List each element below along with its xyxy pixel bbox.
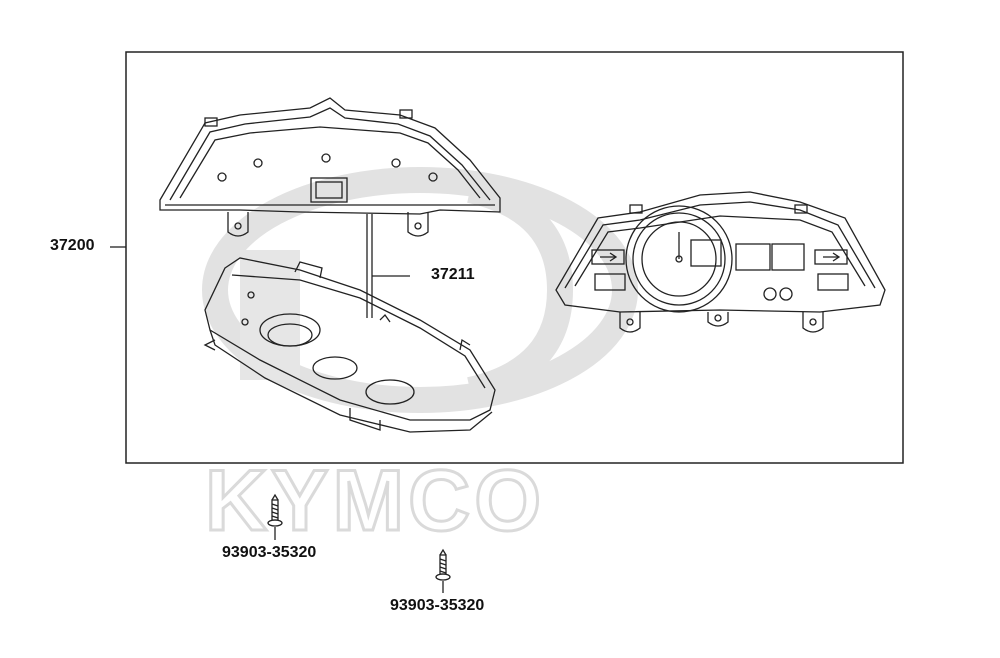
kymco-watermark-logo [202,167,638,413]
assembly-frame [125,51,904,464]
part-label-37211: 37211 [431,266,475,283]
kymco-watermark-text: KYMCO [205,453,545,549]
screw-1-drawing [267,493,283,540]
screw-2-drawing [435,548,451,593]
meter-front-drawing [555,191,886,333]
part-label-screw-1: 93903-35320 [222,544,317,561]
leader-37211 [366,214,410,318]
part-label-37200: 37200 [50,237,95,254]
part-label-screw-2: 93903-35320 [390,597,485,614]
lower-case-drawing [203,257,496,433]
upper-cover-drawing [159,97,501,237]
